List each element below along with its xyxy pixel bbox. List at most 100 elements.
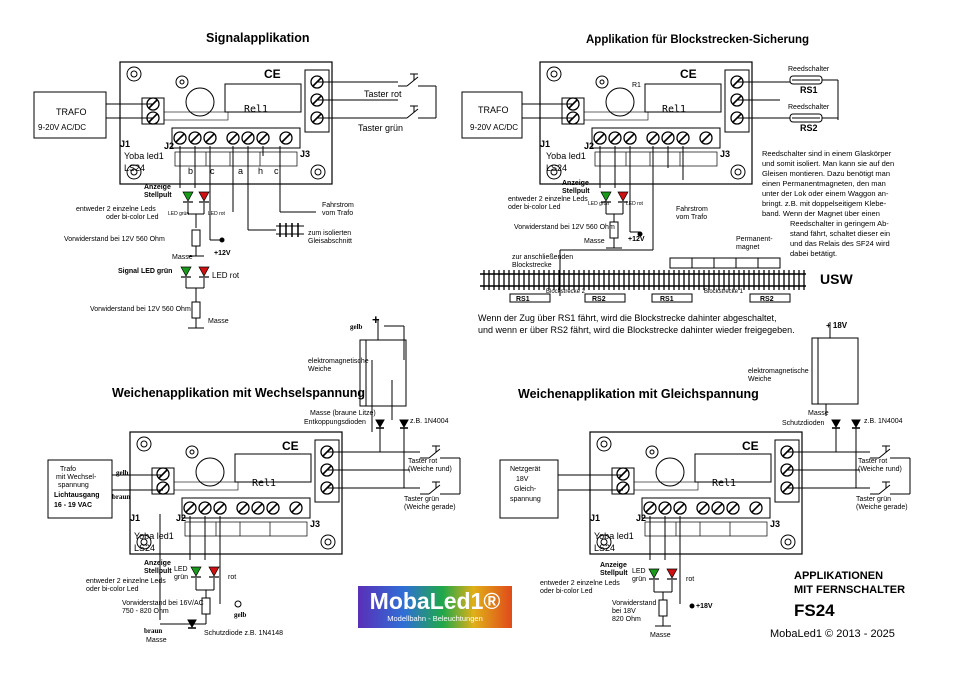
led-rot-small: LED rot: [626, 201, 643, 207]
footer-copyright: MobaLed1 © 2013 - 2025: [770, 628, 895, 640]
relay-label: Rel1: [244, 104, 269, 115]
elektro-label1: elektromagnetische: [308, 358, 369, 365]
led-label: LED: [174, 566, 188, 573]
led-gruen-small: LED grün: [168, 211, 190, 217]
either-leds: entweder 2 einzelne Leds: [508, 196, 588, 203]
isol-label1: zum isolierten: [308, 230, 352, 237]
anschl-label1: zur anschließenden: [512, 254, 574, 261]
desc-line: Reedschalter in geringem Ab-: [790, 219, 889, 228]
board-brand: Yoba led1: [124, 151, 164, 161]
gruen-label: grün: [632, 576, 647, 583]
logo-subtitle: Modellbahn - Beleuchtungen: [387, 614, 483, 623]
vorwiderstand-1: Vorwiderstand bei 16V/AC: [122, 600, 204, 607]
vom-trafo: vom Trafo: [676, 214, 708, 221]
fahrstrom: Fahrstrom: [676, 206, 708, 213]
j2-label: J2: [636, 513, 647, 523]
term-b: b: [188, 166, 194, 176]
stellpult-label: Stellpult: [600, 570, 628, 577]
masse-label-2: Masse: [650, 632, 671, 639]
plus-18v-b: +18V: [696, 603, 713, 610]
taster-gruen: Taster grün: [358, 123, 404, 133]
taster-rot: Taster rot: [408, 458, 438, 465]
masse-label: Masse: [584, 238, 605, 245]
j1-label: J1: [590, 513, 601, 523]
gelb-bottom: gelb: [234, 611, 247, 619]
rs2-label: RS2: [800, 123, 818, 133]
led-rot-small: LED rot: [208, 211, 225, 217]
perm-label1: Permanent-: [736, 236, 773, 243]
relay-label: Rel1: [662, 104, 687, 115]
anzeige-label: Anzeige: [600, 562, 627, 569]
taster-gruen: Taster grün: [404, 496, 440, 503]
vorwiderstand-2: 750 - 820 Ohm: [122, 608, 169, 615]
netz-3: Gleich-: [514, 486, 537, 493]
masse-label: Masse: [146, 637, 167, 644]
j1-label: J1: [130, 513, 141, 523]
footer-model: FS24: [794, 601, 835, 620]
rs-track-label: RS2: [760, 296, 774, 303]
rs-track-label: RS1: [660, 296, 674, 303]
netz-1: Netzgerät: [510, 466, 541, 473]
schutzdioden: Schutzdioden: [782, 420, 825, 427]
taster-gruen: Taster grün: [856, 496, 892, 503]
j3-label: J3: [770, 519, 781, 529]
bicolor-led: oder bi-color Led: [540, 588, 593, 595]
footer-app2: MIT FERNSCHALTER: [794, 584, 906, 596]
vorwiderstand-1: Vorwiderstand: [612, 600, 657, 607]
mobaled-logo: MobaLed1® Modellbahn - Beleuchtungen: [358, 586, 512, 628]
signal-led-gruen: Signal LED grün: [118, 268, 173, 275]
led-rot-label: LED rot: [212, 271, 240, 280]
relay-label: Rel1: [712, 478, 737, 489]
trafo-2: mit Wechsel-: [56, 474, 97, 481]
title-gleich: Weichenapplikation mit Gleichspannung: [518, 387, 759, 401]
j1-label: J1: [120, 139, 131, 149]
anzeige-label: Anzeige: [144, 560, 171, 567]
logo-text: MobaLed1®: [369, 588, 501, 614]
elektro-label2: Weiche: [308, 366, 332, 373]
weiche-gerade: (Weiche gerade): [856, 504, 908, 511]
block-explanation-2: und wenn er über RS2 fährt, wird die Blo…: [478, 325, 795, 335]
elektro-label1: elektromagnetische: [748, 368, 809, 375]
board-brand: Yoba led1: [594, 531, 634, 541]
blockstrecke-2: Blockstrecke 2: [546, 289, 586, 295]
usw-label: USW: [820, 271, 853, 287]
vorwiderstand-3: 820 Ohm: [612, 616, 641, 623]
title-signal: Signalapplikation: [206, 31, 310, 45]
vorwiderstand: Vorwiderstand bei 12V 560 Ohm: [64, 236, 165, 243]
plus-sign: +: [372, 312, 380, 327]
board-model: LS24: [134, 543, 156, 553]
desc-line: Reedschalter sind in einem Glaskörper: [762, 149, 892, 158]
r1-label: R1: [632, 82, 641, 89]
stellpult-label: Stellpult: [144, 568, 172, 575]
gelb-label: gelb: [116, 469, 129, 477]
desc-line: und somit isoliert. Man kann sie auf den: [762, 159, 895, 168]
plus-12v: +12V: [214, 250, 231, 257]
gelb-top: gelb: [350, 323, 363, 331]
plus-12v: +12V: [628, 236, 645, 243]
vorwiderstand: Vorwiderstand bei 12V 560 Ohm: [514, 224, 615, 231]
footer-app1: APPLIKATIONEN: [794, 570, 884, 582]
led-gruen-small: LED grün: [588, 201, 610, 207]
blockstrecke-1: Blockstrecke 1: [704, 289, 744, 295]
board-model: LS24: [546, 163, 568, 173]
trafo-5: 16 - 19 VAC: [54, 502, 92, 509]
j2-label: J2: [584, 141, 595, 151]
stellpult-label: Stellpult: [562, 188, 590, 195]
ce-mark: CE: [680, 67, 697, 81]
ce-mark: CE: [264, 67, 281, 81]
j2-label: J2: [176, 513, 187, 523]
weiche-rund: (Weiche rund): [858, 466, 902, 473]
netz-2: 18V: [516, 476, 529, 483]
block-explanation-1: Wenn der Zug über RS1 fährt, wird die Bl…: [478, 313, 777, 323]
either-leds: entweder 2 einzelne Leds: [86, 578, 166, 585]
trafo-voltage: 9-20V AC/DC: [38, 123, 87, 132]
schutzdiode: Schutzdiode z.B. 1N4148: [204, 630, 283, 637]
desc-line: und das Relais des SF24 wird: [790, 239, 890, 248]
rot-label: rot: [686, 576, 695, 583]
bicolor-led: oder bi-color Led: [508, 204, 561, 211]
trafo-1: Trafo: [60, 466, 77, 473]
j1-label: J1: [540, 139, 551, 149]
masse-label: Masse: [808, 410, 829, 417]
stellpult-label: Stellpult: [144, 192, 172, 199]
